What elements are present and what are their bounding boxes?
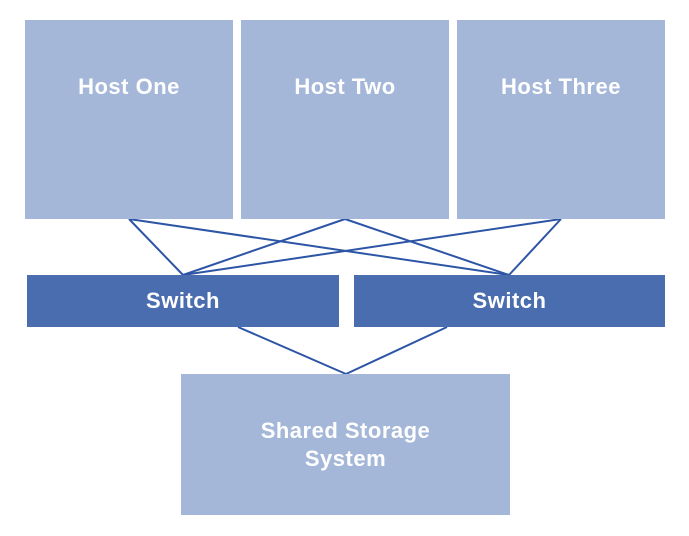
- switch-left-label: Switch: [146, 288, 220, 313]
- shared-storage-label: Shared Storage System: [260, 418, 431, 471]
- host-two-box: Host Two: [241, 20, 449, 219]
- switch-left-box: Switch: [27, 275, 339, 327]
- connection-line: [237, 326, 347, 375]
- connection-line: [182, 218, 562, 276]
- connection-line: [128, 218, 184, 276]
- shared-storage-box: Shared Storage System: [181, 374, 510, 515]
- connection-line: [182, 218, 346, 276]
- connection-line: [128, 218, 510, 276]
- switch-right-label: Switch: [472, 288, 547, 313]
- connection-line: [508, 218, 562, 276]
- host-one-label: Host One: [78, 74, 180, 99]
- connection-line: [344, 218, 510, 276]
- connection-line: [345, 326, 448, 375]
- switch-right-box: Switch: [354, 275, 665, 327]
- host-three-label: Host Three: [501, 74, 621, 99]
- host-one-box: Host One: [25, 20, 233, 219]
- host-two-label: Host Two: [294, 74, 396, 99]
- host-three-box: Host Three: [457, 20, 665, 219]
